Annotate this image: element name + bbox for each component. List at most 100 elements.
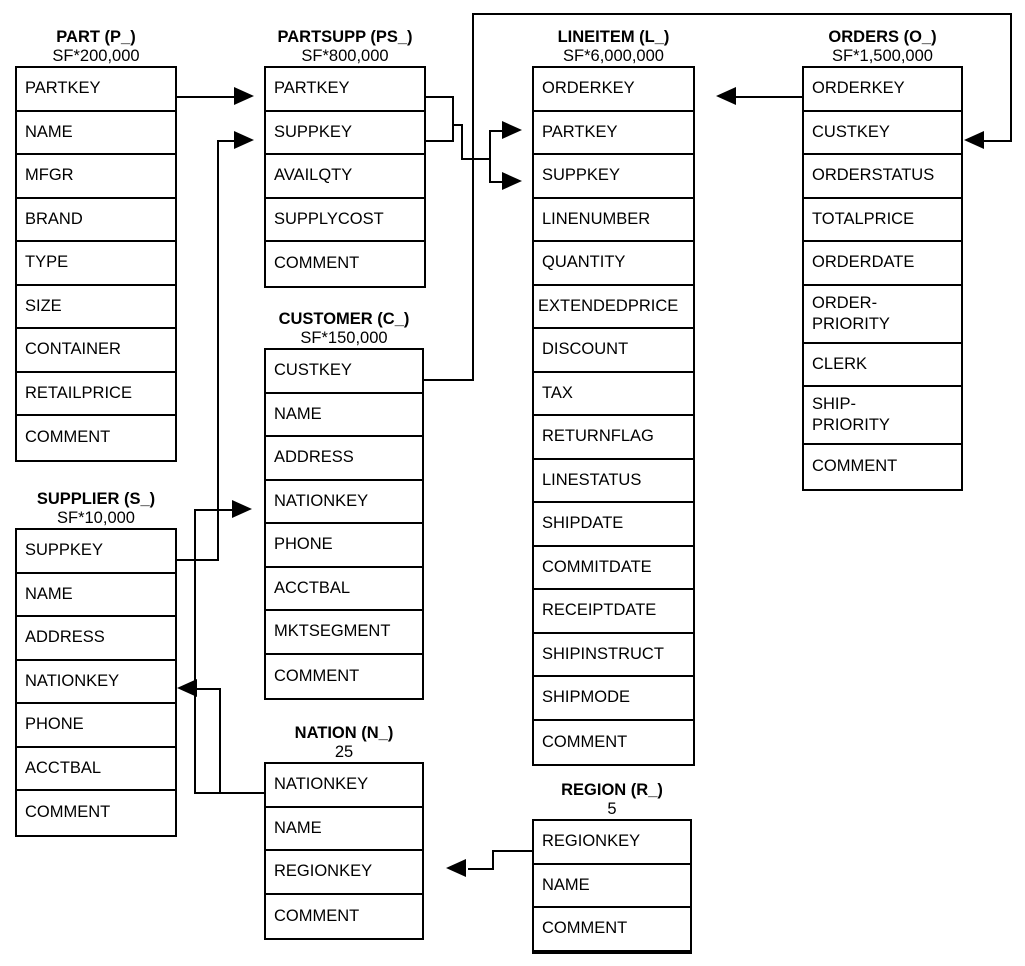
attr-customer-mktsegment: MKTSEGMENT — [266, 611, 422, 655]
conn-customer-orders-seg4 — [1010, 13, 1012, 140]
attr-part-name: NAME — [17, 111, 175, 155]
conn-region-nation-seg2 — [492, 850, 494, 869]
attr-region-name: NAME — [534, 864, 690, 908]
attr-orders-custkey: CUSTKEY — [804, 111, 961, 155]
attr-part-container: CONTAINER — [17, 329, 175, 373]
attr-customer-name: NAME — [266, 393, 422, 437]
attr-part-size: SIZE — [17, 285, 175, 329]
entity-partsupp-box: PARTKEY SUPPKEY AVAILQTY SUPPLYCOST COMM… — [264, 66, 426, 288]
attr-nation-comment: COMMENT — [266, 894, 422, 938]
entity-nation-title: NATION (N_) — [294, 724, 394, 742]
entity-partsupp-cardinality: SF*800,000 — [301, 47, 389, 65]
attr-supplier-address: ADDRESS — [17, 617, 175, 661]
conn-partsupp-lineitem-suppkey-seg3 — [489, 158, 491, 183]
conn-partsupp-lineitem-partkey-seg6 — [489, 130, 491, 160]
entity-supplier-title: SUPPLIER (S_) — [36, 490, 156, 508]
attr-orders-orderkey: ORDERKEY — [804, 68, 961, 112]
attr-supplier-acctbal: ACCTBAL — [17, 747, 175, 791]
attr-nation-regionkey: REGIONKEY — [266, 851, 422, 895]
attr-orders-orderpriority-line2: PRIORITY — [812, 314, 890, 333]
entity-customer: CUSTOMER (C_) SF*150,000 CUSTKEY NAME AD… — [264, 310, 424, 700]
attr-supplier-comment: COMMENT — [17, 791, 175, 835]
conn-partsupp-lineitem-partkey-seg3 — [452, 124, 463, 126]
conn-partsupp-lineitem-suppkey-seg1 — [426, 140, 454, 142]
attr-part-brand: BRAND — [17, 198, 175, 242]
attr-orders-orderpriority-line1: ORDER- — [812, 293, 878, 312]
conn-partsupp-lineitem-suppkey-seg4 — [489, 181, 503, 183]
attr-lineitem-receiptdate: RECEIPTDATE — [534, 590, 693, 634]
conn-orders-lineitem-arrow — [716, 87, 736, 105]
attr-supplier-suppkey: SUPPKEY — [17, 530, 175, 574]
attr-lineitem-linenumber: LINENUMBER — [534, 198, 693, 242]
attr-part-partkey: PARTKEY — [17, 68, 175, 112]
attr-region-regionkey: REGIONKEY — [534, 821, 690, 865]
conn-partsupp-lineitem-partkey-seg1 — [426, 96, 454, 98]
conn-customer-orders-arrow — [964, 131, 984, 149]
conn-customer-orders-seg5 — [984, 140, 1012, 142]
attr-part-comment: COMMENT — [17, 416, 175, 460]
attr-lineitem-discount: DISCOUNT — [534, 329, 693, 373]
entity-nation-cardinality: 25 — [334, 743, 354, 761]
conn-nation-supplier-seg2 — [219, 792, 266, 794]
conn-supplier-partsupp-arrow — [234, 131, 254, 149]
attr-part-retailprice: RETAILPRICE — [17, 372, 175, 416]
entity-orders-cardinality: SF*1,500,000 — [832, 47, 933, 65]
conn-region-nation-arrow — [446, 859, 466, 877]
attr-lineitem-orderkey: ORDERKEY — [534, 68, 693, 112]
attr-orders-orderstatus: ORDERSTATUS — [804, 155, 961, 199]
entity-orders-box: ORDERKEY CUSTKEY ORDERSTATUS TOTALPRICE … — [802, 66, 963, 491]
attr-orders-clerk: CLERK — [804, 343, 961, 387]
conn-nation-supplier-arrow — [177, 679, 197, 697]
entity-region-cardinality: 5 — [607, 800, 617, 818]
entity-supplier: SUPPLIER (S_) SF*10,000 SUPPKEY NAME ADD… — [15, 490, 177, 837]
conn-part-partsupp-line — [177, 96, 234, 98]
conn-customer-orders-seg1 — [424, 379, 474, 381]
conn-partsupp-lineitem-partkey-seg7 — [489, 130, 503, 132]
attr-orders-orderpriority: ORDER- PRIORITY — [804, 285, 961, 344]
entity-nation-box: NATIONKEY NAME REGIONKEY COMMENT — [264, 762, 424, 940]
conn-partsupp-lineitem-partkey-seg4 — [461, 124, 463, 160]
entity-supplier-box: SUPPKEY NAME ADDRESS NATIONKEY PHONE ACC… — [15, 528, 177, 837]
entity-region: REGION (R_) 5 REGIONKEY NAME COMMENT — [532, 781, 692, 954]
attr-part-type: TYPE — [17, 242, 175, 286]
conn-region-nation-seg1 — [494, 850, 534, 852]
entity-lineitem-box: ORDERKEY PARTKEY SUPPKEY LINENUMBER QUAN… — [532, 66, 695, 766]
attr-part-mfgr: MFGR — [17, 155, 175, 199]
entity-supplier-cardinality: SF*10,000 — [57, 509, 135, 527]
conn-customer-orders-seg2 — [472, 13, 474, 381]
attr-lineitem-shipmode: SHIPMODE — [534, 677, 693, 721]
conn-nation-supplier-seg3 — [196, 688, 221, 690]
conn-nation-customer-arrow — [232, 500, 252, 518]
conn-nation-customer-seg3 — [194, 509, 234, 511]
attr-customer-nationkey: NATIONKEY — [266, 480, 422, 524]
attr-lineitem-comment: COMMENT — [534, 720, 693, 764]
conn-partsupp-lineitem-suppkey-arrow — [502, 172, 522, 190]
attr-partsupp-suppkey: SUPPKEY — [266, 111, 424, 155]
attr-lineitem-commitdate: COMMITDATE — [534, 546, 693, 590]
entity-orders-title: ORDERS (O_) — [828, 28, 937, 46]
attr-orders-shippriority-line1: SHIP- — [812, 395, 857, 413]
entity-part-cardinality: SF*200,000 — [52, 47, 140, 65]
conn-nation-supplier-seg1 — [219, 688, 221, 794]
attr-lineitem-partkey: PARTKEY — [534, 111, 693, 155]
attr-orders-comment: COMMENT — [804, 445, 961, 489]
attr-partsupp-availqty: AVAILQTY — [266, 155, 424, 199]
conn-partsupp-lineitem-partkey-seg2 — [452, 96, 454, 126]
conn-region-nation-seg3 — [468, 868, 494, 870]
attr-region-comment: COMMENT — [534, 908, 690, 952]
attr-lineitem-returnflag: RETURNFLAG — [534, 416, 693, 460]
attr-supplier-phone: PHONE — [17, 704, 175, 748]
conn-customer-orders-seg3 — [472, 13, 1012, 15]
attr-lineitem-shipdate: SHIPDATE — [534, 503, 693, 547]
attr-lineitem-quantity: QUANTITY — [534, 242, 693, 286]
conn-orders-lineitem-line — [736, 96, 802, 98]
attr-orders-totalprice: TOTALPRICE — [804, 198, 961, 242]
attr-nation-nationkey: NATIONKEY — [266, 764, 422, 808]
entity-customer-cardinality: SF*150,000 — [300, 329, 388, 347]
attr-partsupp-partkey: PARTKEY — [266, 68, 424, 112]
conn-partsupp-lineitem-partkey-seg5 — [461, 158, 491, 160]
entity-partsupp-title: PARTSUPP (PS_) — [277, 28, 413, 46]
attr-supplier-nationkey: NATIONKEY — [17, 660, 175, 704]
attr-lineitem-shipinstruct: SHIPINSTRUCT — [534, 633, 693, 677]
